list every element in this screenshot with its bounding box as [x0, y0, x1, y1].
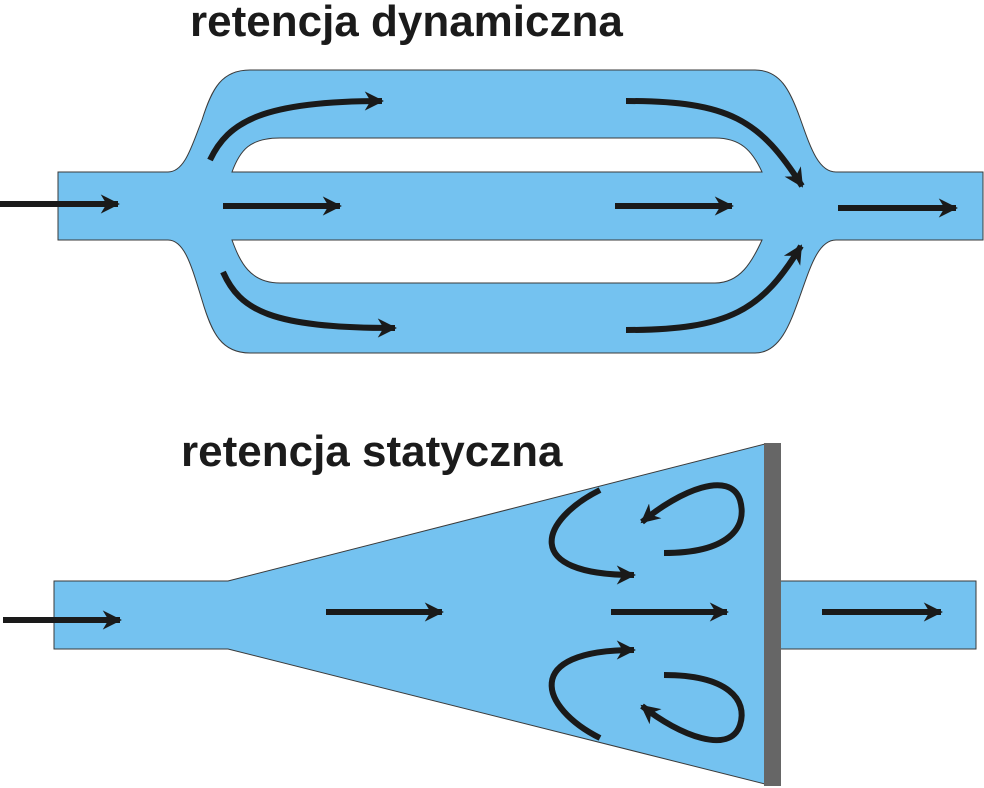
flow-arrow-icon — [625, 244, 804, 333]
flow-arrow-icon — [220, 270, 397, 338]
weir-wall — [764, 443, 781, 786]
flow-arrow-icon — [548, 487, 636, 585]
static-retention-diagram — [3, 443, 977, 786]
flow-arrow-icon — [207, 91, 384, 162]
flow-arrow-icon — [625, 98, 805, 188]
dynamic-retention-diagram — [0, 69, 984, 354]
dynamic-upper-island — [231, 137, 763, 173]
flow-arrow-icon — [548, 640, 636, 741]
static-retention-title: retencja statyczna — [181, 427, 563, 476]
flow-arrow-icon — [640, 482, 745, 556]
flow-arrow-icon — [640, 672, 745, 744]
dynamic-lower-island — [231, 239, 763, 284]
dynamic-channel-water — [57, 69, 984, 354]
dynamic-retention-title: retencja dynamiczna — [190, 0, 623, 46]
